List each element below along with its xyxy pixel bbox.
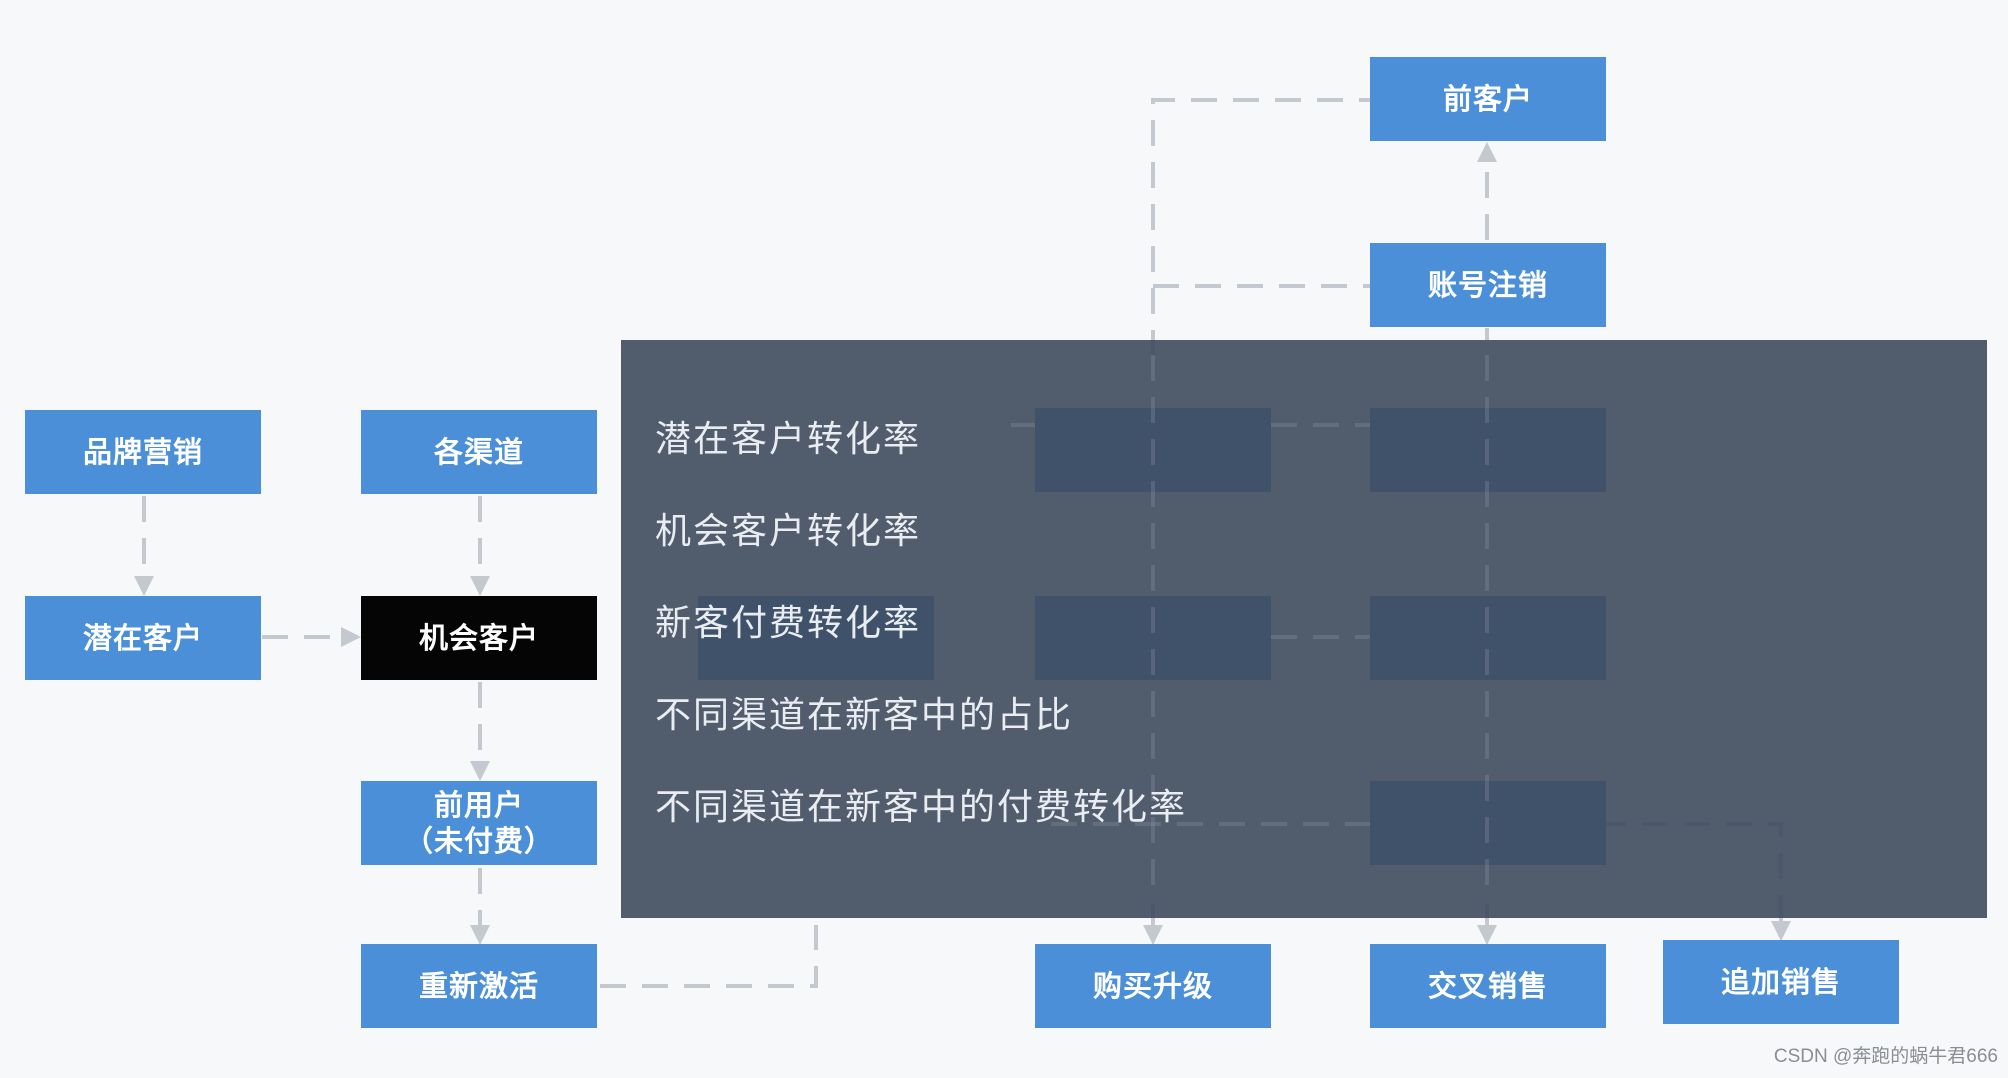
- node-label: 交叉销售: [1427, 968, 1548, 1003]
- node-purchase-upgrade[interactable]: 购买升级: [1035, 944, 1271, 1028]
- node-label: 机会客户: [418, 620, 539, 655]
- metric-item: 新客付费转化率: [655, 603, 922, 644]
- connector-top-branch: [1151, 98, 1370, 356]
- node-label: 追加销售: [1720, 964, 1841, 999]
- node-label: 重新激活: [418, 968, 539, 1003]
- node-label: 前客户: [1442, 81, 1533, 116]
- node-account-cancel[interactable]: 账号注销: [1370, 243, 1606, 327]
- node-cross-sell[interactable]: 交叉销售: [1370, 944, 1606, 1028]
- node-label: 品牌营销: [82, 434, 203, 469]
- metric-item: 不同渠道在新客中的占比: [655, 695, 1074, 736]
- node-reactivation[interactable]: 重新激活: [361, 944, 597, 1028]
- node-upsell[interactable]: 追加销售: [1663, 940, 1899, 1024]
- connector-reactivation-out: [600, 925, 818, 988]
- metric-item: 不同渠道在新客中的付费转化率: [655, 787, 1188, 828]
- node-label-line1: 前用户: [433, 787, 524, 822]
- node-label: 购买升级: [1092, 968, 1213, 1003]
- node-opportunity-customer[interactable]: 机会客户: [361, 596, 597, 680]
- metric-item: 机会客户转化率: [655, 511, 922, 552]
- node-label: 潜在客户: [82, 620, 203, 655]
- node-label: 账号注销: [1427, 267, 1548, 302]
- metric-item: 潜在客户转化率: [655, 419, 922, 460]
- node-channels[interactable]: 各渠道: [361, 410, 597, 494]
- node-label-line2: （未付费）: [403, 824, 554, 858]
- node-former-user[interactable]: 前用户 （未付费）: [361, 781, 597, 865]
- watermark: CSDN @奔跑的蜗牛君666: [1773, 1046, 1998, 1067]
- metrics-overlay: [621, 340, 1987, 918]
- node-brand-marketing[interactable]: 品牌营销: [25, 410, 261, 494]
- node-potential-customer[interactable]: 潜在客户: [25, 596, 261, 680]
- node-former-customer[interactable]: 前客户: [1370, 57, 1606, 141]
- node-label: 各渠道: [433, 434, 524, 469]
- overlay-ghost-lines: [1011, 355, 1489, 900]
